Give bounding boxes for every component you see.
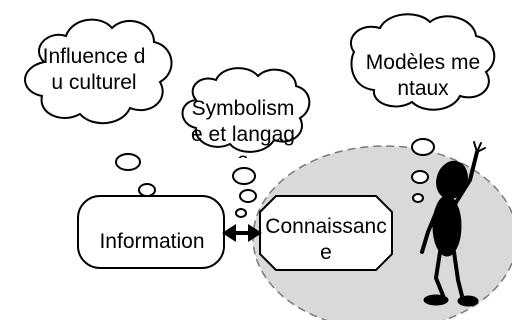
box-label-information: Information	[99, 230, 205, 253]
thought-cloud-influence	[24, 18, 173, 125]
cloud-label-symbolisme: Symbolisme et langage	[191, 97, 295, 158]
thought-bubble	[138, 183, 156, 197]
thought-bubble	[115, 153, 141, 171]
cloud-label-modeles: Modèles mentaux	[365, 51, 481, 100]
person-icon	[420, 141, 486, 307]
cloud-label-influence: Influence du culturel	[42, 45, 146, 94]
double-arrow-icon	[222, 224, 262, 242]
box-label-connaissance: Connaissance	[265, 215, 387, 264]
thought-bubble	[235, 208, 247, 218]
thought-bubble	[412, 193, 424, 203]
thought-bubble	[232, 167, 256, 185]
thought-cloud-modeles	[350, 13, 496, 111]
thought-bubble	[239, 189, 257, 203]
thought-bubble	[411, 138, 435, 156]
thought-bubble	[411, 170, 429, 184]
thought-cloud-symbolisme	[181, 67, 311, 153]
connaissance-box	[259, 195, 393, 271]
